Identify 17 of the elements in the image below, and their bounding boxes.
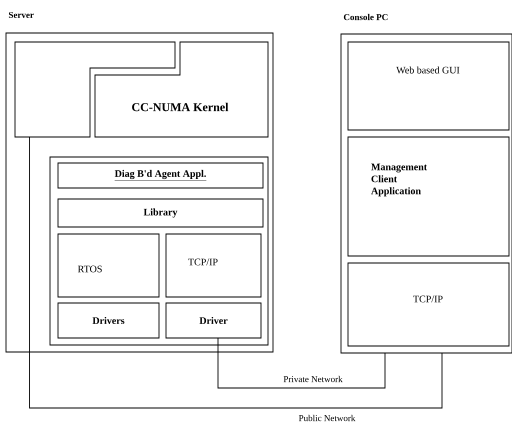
node-label: Console PC (344, 14, 388, 20)
network-line (29, 137, 442, 408)
layer-box: Driver (166, 302, 262, 338)
edge-label: Public Network (298, 414, 356, 422)
agent-box (50, 156, 268, 346)
layer-box: RTOS (58, 234, 160, 298)
layer-box: Diag B'd Agent Appl. (58, 162, 264, 188)
layer-box: Drivers (58, 302, 160, 338)
kernel-box: CC-NUMA Kernel (94, 42, 268, 138)
edge-label: Private Network (282, 374, 344, 384)
layer-box: Library (58, 198, 264, 228)
layer-box: TCP/IP (166, 234, 262, 298)
network-line (218, 338, 386, 388)
layer-box: TCP/IP (348, 262, 510, 346)
layer-box: Management Client Application (348, 136, 510, 256)
node-label: Server (8, 12, 34, 18)
layer-box: Web based GUI (348, 42, 510, 130)
